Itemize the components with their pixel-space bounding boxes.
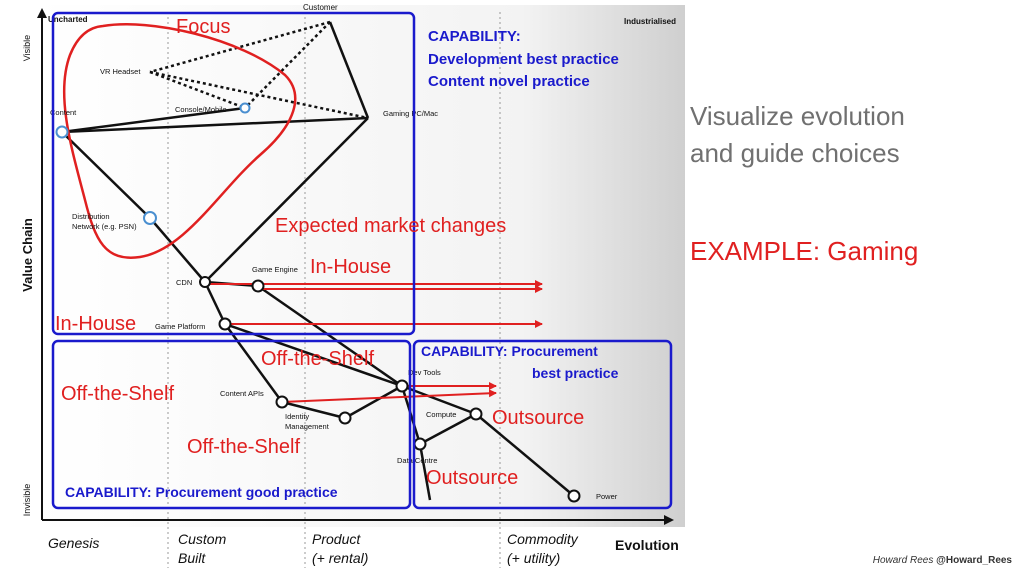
stage-custom-2: Built <box>178 550 206 566</box>
industrialised-label: Industrialised <box>624 17 676 26</box>
node-content-apis <box>275 395 289 409</box>
credit-handle: @Howard_Rees <box>936 555 1012 566</box>
label-distribution-2: Network (e.g. PSN) <box>72 222 137 231</box>
slide-title-line2: and guide choices <box>690 138 900 168</box>
evolution-arrows <box>210 280 543 403</box>
label-customer: Customer <box>303 3 338 12</box>
label-gaming-pc: Gaming PC/Mac <box>383 109 438 118</box>
label-distribution-1: Distribution <box>72 212 110 221</box>
x-axis-label: Evolution <box>615 537 679 553</box>
capability-2-line1: CAPABILITY: Procurement <box>421 343 598 359</box>
node-distribution <box>143 211 157 225</box>
node-data-centre <box>413 437 427 451</box>
label-identity-2: Management <box>285 422 330 431</box>
stage-custom-1: Custom <box>178 531 227 547</box>
node-compute <box>469 407 483 421</box>
label-game-engine: Game Engine <box>252 265 298 274</box>
stage-product-1: Product <box>312 531 361 547</box>
y-axis-label: Value Chain <box>20 218 35 292</box>
stage-commodity-1: Commodity <box>507 531 579 547</box>
capability-2-line2: best practice <box>532 365 619 381</box>
node-power <box>567 489 581 503</box>
slide-title-line1: Visualize evolution <box>690 101 905 131</box>
node-game-engine <box>251 279 265 293</box>
author-credit: Howard Rees @Howard_Rees <box>873 555 1012 566</box>
label-compute: Compute <box>426 410 456 419</box>
capability-boxes <box>51 11 673 510</box>
slide-example: EXAMPLE: Gaming <box>690 236 919 266</box>
annotation-market-changes: Expected market changes <box>275 215 506 237</box>
node-content <box>55 125 69 139</box>
capability-1-title: CAPABILITY: <box>428 28 521 45</box>
capability-box-procurement-best <box>412 339 673 510</box>
dotted-links <box>149 20 369 120</box>
label-identity-1: Identity <box>285 412 309 421</box>
label-content-apis: Content APIs <box>220 389 264 398</box>
label-dev-tools: Dev Tools <box>408 368 441 377</box>
stage-genesis: Genesis <box>48 535 99 551</box>
annotation-off-shelf-devtools: Off-the-Shelf <box>261 348 374 370</box>
capability-1-line2: Content novel practice <box>428 73 590 90</box>
y-axis-bottom-label: Invisible <box>22 484 32 517</box>
annotation-in-house-platform: In-House <box>55 313 136 335</box>
slide-title: Visualize evolution and guide choices <box>690 98 1010 172</box>
capability-3: CAPABILITY: Procurement good practice <box>65 484 338 500</box>
label-console: Console/Mobile <box>175 105 227 114</box>
y-axis-top-label: Visible <box>22 35 32 61</box>
stage-product-2: (+ rental) <box>312 550 368 566</box>
annotation-off-shelf-apis: Off-the-Shelf <box>61 383 174 405</box>
label-content: Content <box>50 108 77 117</box>
highlight-nodes <box>55 102 251 225</box>
uncharted-label: Uncharted <box>48 15 88 24</box>
annotation-off-shelf-identity: Off-the-Shelf <box>187 436 300 458</box>
label-game-platform: Game Platform <box>155 322 205 331</box>
label-power: Power <box>596 492 618 501</box>
annotation-outsource-compute: Outsource <box>492 407 584 429</box>
node-identity <box>338 411 352 425</box>
node-cdn <box>199 276 211 288</box>
credit-name: Howard Rees <box>872 555 934 566</box>
node-console <box>239 102 251 114</box>
node-game-platform <box>218 317 232 331</box>
annotation-focus: Focus <box>176 16 230 38</box>
label-data-centre: Data Centre <box>397 456 437 465</box>
stage-commodity-2: (+ utility) <box>507 550 560 566</box>
capability-1-line1: Development best practice <box>428 51 619 68</box>
annotation-outsource-datacentre: Outsource <box>426 467 518 489</box>
capability-box-procurement-good <box>51 339 412 510</box>
annotation-in-house-engine: In-House <box>310 256 391 278</box>
component-nodes <box>199 276 581 503</box>
focus-outline <box>62 23 297 259</box>
map-background <box>35 5 685 527</box>
label-cdn: CDN <box>176 278 192 287</box>
capability-box-development <box>51 11 416 336</box>
label-vr-headset: VR Headset <box>100 67 141 76</box>
node-dev-tools <box>395 379 409 393</box>
